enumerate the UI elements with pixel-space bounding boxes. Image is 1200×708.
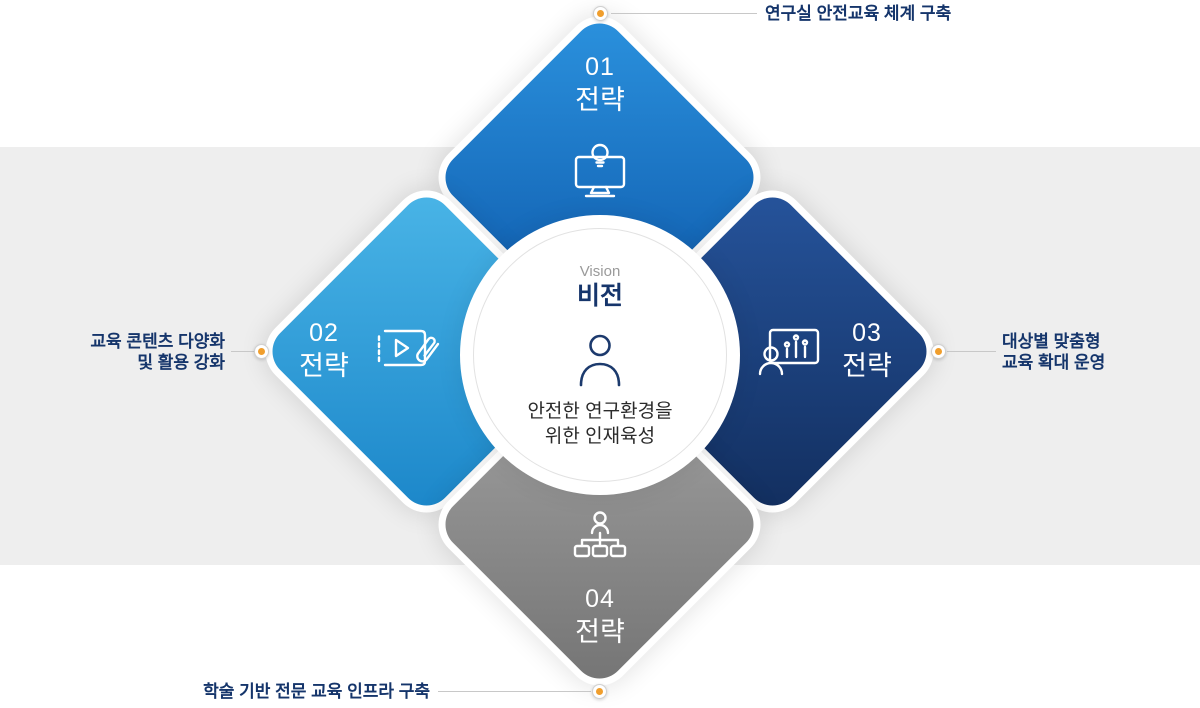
monitor-idea-icon bbox=[574, 143, 626, 198]
strategy-04-number: 04 bbox=[585, 585, 615, 613]
strategy-03-content: 03 전략 bbox=[815, 318, 919, 383]
vision-description-line2: 위한 인재육성 bbox=[544, 426, 656, 447]
connector-line-03 bbox=[947, 351, 996, 352]
connector-dot-01 bbox=[593, 6, 608, 21]
org-structure-icon bbox=[573, 511, 627, 558]
callout-strategy-04: 학술 기반 전문 교육 인프라 구축 bbox=[203, 681, 430, 702]
callout-strategy-03-line1: 대상별 맞춤형 bbox=[1002, 332, 1101, 351]
connector-dot-04 bbox=[592, 684, 607, 699]
strategy-02-content: 02 전략 bbox=[272, 318, 376, 383]
callout-strategy-02-line1: 교육 콘텐츠 다양화 bbox=[90, 332, 225, 351]
strategy-02-label: 전략 bbox=[299, 351, 349, 381]
connector-line-04 bbox=[438, 691, 591, 692]
strategy-01-label: 전략 bbox=[575, 85, 625, 115]
strategy-01-content: 01 전략 bbox=[540, 52, 660, 204]
connector-dot-03 bbox=[931, 344, 946, 359]
connector-line-02 bbox=[231, 351, 258, 352]
video-content-icon bbox=[377, 329, 440, 367]
callout-strategy-03: 대상별 맞춤형 교육 확대 운영 bbox=[1002, 331, 1105, 373]
vision-title: 비전 bbox=[576, 282, 623, 310]
callout-strategy-04-line1: 학술 기반 전문 교육 인프라 구축 bbox=[203, 682, 430, 701]
strategy-01-number: 01 bbox=[585, 53, 615, 81]
strategy-02-number: 02 bbox=[309, 319, 339, 347]
callout-strategy-01: 연구실 안전교육 체계 구축 bbox=[765, 3, 951, 24]
vision-circle: Vision 비전 안전한 연구환경을 위한 인재육성 bbox=[473, 228, 727, 482]
vision-label-en: Vision bbox=[579, 263, 621, 280]
strategy-03-number: 03 bbox=[852, 319, 882, 347]
callout-strategy-01-line1: 연구실 안전교육 체계 구축 bbox=[765, 4, 952, 23]
strategy-04-label: 전략 bbox=[575, 617, 625, 647]
connector-line-01 bbox=[611, 13, 757, 14]
strategy-04-content: 04 전략 bbox=[540, 584, 660, 649]
person-chart-icon bbox=[758, 328, 820, 376]
person-icon bbox=[579, 334, 621, 387]
connector-dot-02 bbox=[254, 344, 269, 359]
callout-strategy-02-line2: 및 활용 강화 bbox=[137, 353, 225, 372]
vision-description: 안전한 연구환경을 위한 인재육성 bbox=[527, 399, 672, 449]
strategy-03-label: 전략 bbox=[842, 351, 892, 381]
vision-description-line1: 안전한 연구환경을 bbox=[527, 401, 673, 422]
callout-strategy-03-line2: 교육 확대 운영 bbox=[1002, 353, 1106, 372]
callout-strategy-02: 교육 콘텐츠 다양화 및 활용 강화 bbox=[90, 331, 225, 373]
